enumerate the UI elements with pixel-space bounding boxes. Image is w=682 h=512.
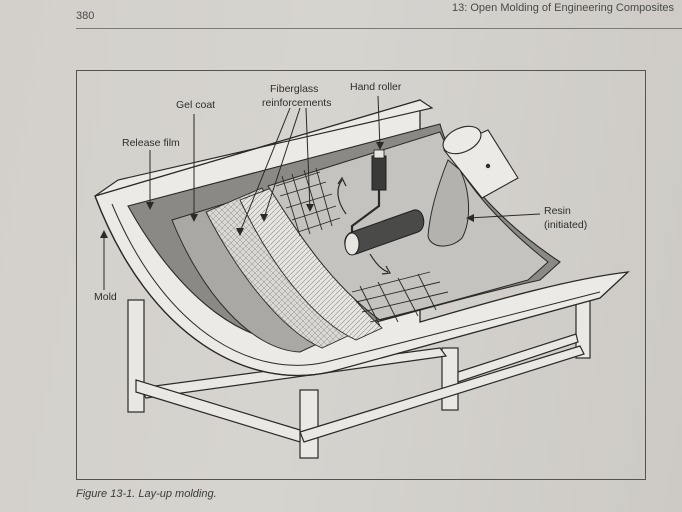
running-head: 13: Open Molding of Engineering Composit… — [452, 2, 674, 14]
figure-frame — [76, 70, 646, 480]
label-release-film: Release film — [122, 137, 180, 149]
figure-caption: Figure 13-1. Lay-up molding. — [76, 488, 217, 500]
label-fiberglass-line2: reinforcements — [262, 97, 331, 109]
leader-arrowheads — [100, 142, 474, 238]
page-number: 380 — [76, 10, 95, 22]
label-resin-line2: (initiated) — [544, 219, 587, 231]
label-gel-coat: Gel coat — [176, 99, 215, 111]
header-rule — [76, 28, 682, 29]
woven-roving-grid-upper — [275, 167, 341, 237]
hand-roller — [344, 149, 425, 256]
resin-bucket — [427, 125, 519, 247]
roller-motion-arrows — [337, 176, 391, 275]
leader-lines — [103, 95, 541, 290]
woven-roving-grid-lower — [351, 271, 457, 327]
label-fiberglass-line1: Fiberglass — [270, 83, 318, 95]
label-hand-roller: Hand roller — [350, 81, 402, 93]
label-mold: Mold — [94, 291, 117, 303]
label-resin-line1: Resin — [544, 205, 571, 217]
